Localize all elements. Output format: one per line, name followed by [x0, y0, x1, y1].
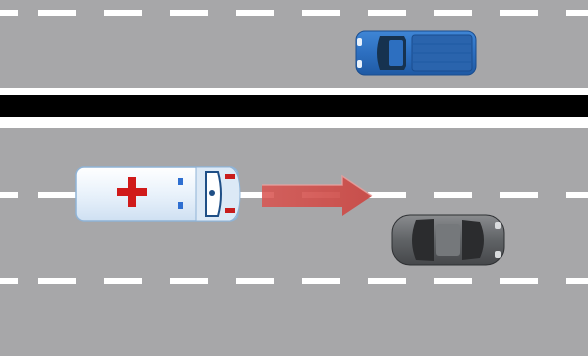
pickup-truck-icon [356, 31, 476, 75]
median-edge-top [0, 88, 588, 93]
median-edge-bottom [0, 120, 588, 125]
road-upper [0, 0, 588, 88]
median-barrier [0, 95, 588, 117]
sedan-icon [392, 215, 504, 265]
ambulance-icon [76, 167, 240, 221]
